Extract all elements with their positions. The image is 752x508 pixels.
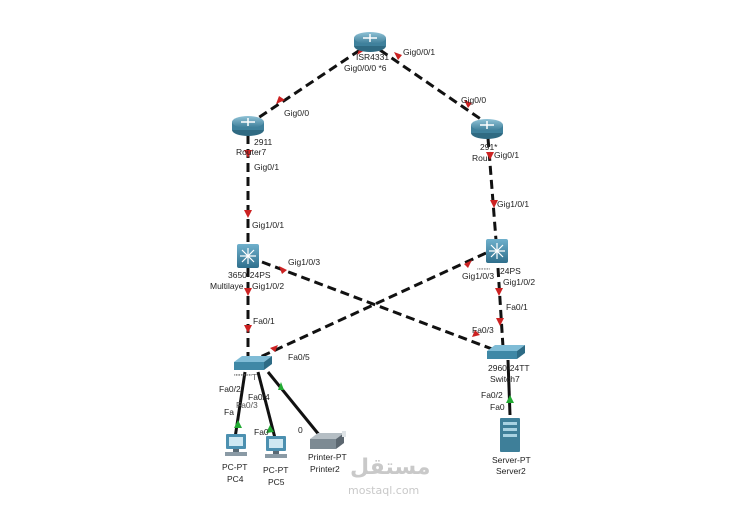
port-arrow [279, 266, 287, 274]
switch-icon [234, 356, 272, 370]
pc4-name-label: PC4 [227, 474, 244, 484]
ml-left-name-label: Multilaye [210, 281, 244, 291]
router7-name-label: Router7 [236, 147, 267, 157]
watermark-domain: mostaql.com [348, 484, 420, 497]
port-arrow [244, 288, 252, 296]
port-label: Gig1/0/1 [252, 220, 285, 230]
port-label: Gig1/0/3 [462, 271, 495, 281]
server-name-label: Server2 [496, 466, 526, 476]
pc4-type-label: PC-PT [222, 462, 248, 472]
link-swleft-printer [266, 371, 322, 437]
port-arrow [486, 152, 494, 160]
server-icon [500, 418, 520, 452]
port-arrow [496, 318, 504, 326]
port-label: Fa0/2 [219, 384, 241, 394]
port-arrow [278, 382, 284, 390]
pc5-type-label: PC-PT [263, 465, 289, 475]
port-arrow [495, 288, 503, 296]
port-arrow [244, 210, 252, 218]
router7-type-label: 2911 [254, 137, 273, 147]
ml-right-type-label: 24PS [500, 266, 521, 276]
printer-icon [310, 431, 346, 449]
port-label: Gig1/0/3 [288, 257, 321, 267]
switch7-type-label: 2960-24TT [488, 363, 530, 373]
pc5-name-label: PC5 [268, 477, 285, 487]
port-label: Gig0/1 [494, 150, 520, 160]
port-arrow [270, 345, 278, 352]
router-icon [354, 32, 386, 52]
port-label: Fa0/1 [253, 316, 275, 326]
switch-icon [487, 345, 525, 359]
port-label: Fa [224, 407, 234, 417]
port-arrow [244, 325, 252, 333]
port-label: Fa0 [254, 427, 269, 437]
router-icon [471, 119, 503, 139]
pc-icon [265, 436, 287, 458]
link-mlleft-switch7 [261, 260, 501, 354]
pc-icon [225, 434, 247, 456]
port-arrow [506, 395, 514, 403]
port-arrow [490, 200, 498, 208]
watermark-logo: مستقل [350, 455, 431, 480]
port-label: Fa0/4 [248, 392, 270, 402]
sw-left-type-label: '''''''''''T [234, 372, 258, 382]
router-icon [232, 116, 264, 136]
port-label: Gig0/0/1 [403, 47, 436, 57]
port-arrow [234, 420, 242, 428]
isr-type-label: ISR4331 [356, 52, 390, 62]
link-switch7-server [506, 359, 512, 416]
link-isr-routerright [379, 48, 486, 124]
router-right-type-label: 291* [480, 142, 498, 152]
router-right-name-label: Rou [472, 153, 488, 163]
port-arrow [266, 425, 274, 433]
port-label: Fa0 [490, 402, 505, 412]
port-arrow [464, 260, 472, 268]
port-label: Fa0/5 [288, 352, 310, 362]
server-type-label: Server-PT [492, 455, 531, 465]
port-label: Gig1/0/2 [252, 281, 285, 291]
port-label: Gig0/1 [254, 162, 280, 172]
port-arrow [472, 330, 480, 337]
printer-type-label: Printer-PT [308, 452, 347, 462]
switch7-name-label: Switch7 [490, 374, 520, 384]
port-label: Fa0/2 [481, 390, 503, 400]
ml-left-type-label: 3650-24PS [228, 270, 271, 280]
port-label: Gig1/0/1 [497, 199, 530, 209]
multilayer-switch-icon [486, 239, 508, 263]
link-mlright-swleft [257, 251, 487, 360]
isr-port-label: Gig0/0/0 *6 [344, 63, 387, 73]
link-isr-router7 [254, 48, 361, 122]
port-label: Gig0/0 [461, 95, 487, 105]
port-label: Fa0/1 [506, 302, 528, 312]
ml-right-prefix-label: '''''''' [477, 266, 490, 276]
port-label: Gig0/0 [284, 108, 310, 118]
port-label: Fa0/3 [236, 400, 258, 410]
printer-name-label: Printer2 [310, 464, 340, 474]
port-label: 0 [298, 425, 303, 435]
port-label: Gig1/0/2 [503, 277, 536, 287]
port-arrow [276, 96, 285, 104]
multilayer-switch-icon [237, 244, 259, 268]
port-arrow [464, 100, 472, 108]
port-label: Fa0/3 [472, 325, 494, 335]
port-arrow [244, 150, 252, 158]
port-arrow [394, 52, 402, 60]
link-swleft-pc5 [256, 371, 277, 439]
